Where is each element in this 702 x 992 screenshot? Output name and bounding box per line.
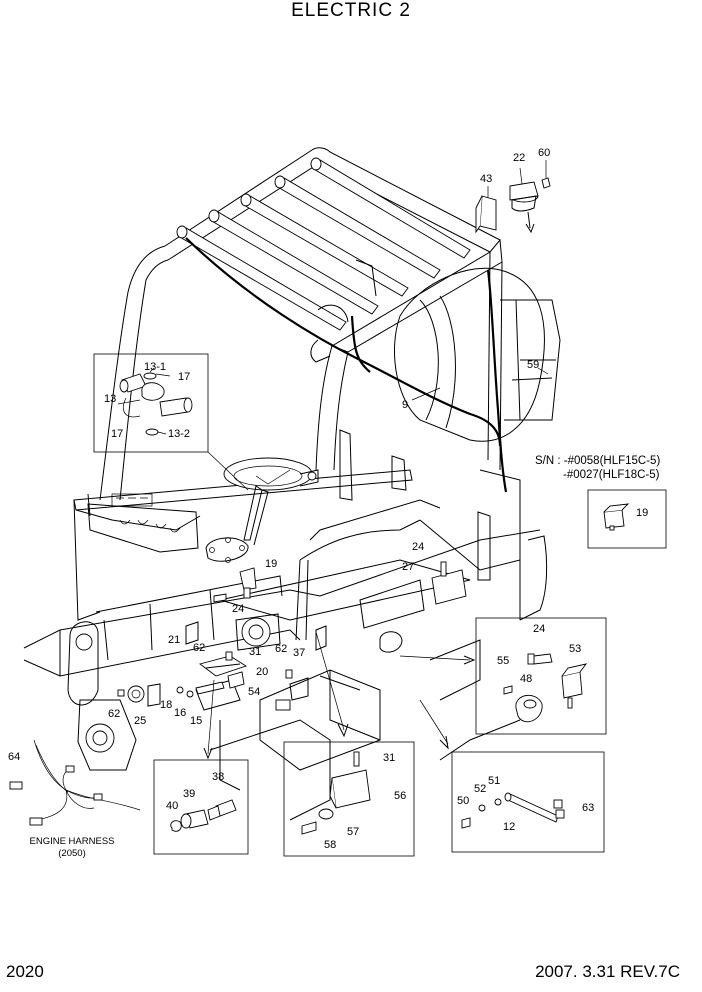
callout-16: 16	[174, 707, 186, 719]
callout-19: 19	[265, 558, 277, 570]
inset-buzzer-relay	[399, 617, 607, 735]
engine-harness-ref: (2050)	[58, 848, 85, 859]
callout-27: 27	[402, 561, 414, 573]
callout-17: 17	[111, 428, 123, 440]
lpg-tank	[355, 259, 561, 442]
callout-31: 31	[249, 646, 261, 658]
callout-60: 60	[538, 147, 550, 159]
callout-25: 25	[134, 715, 146, 727]
callout-31: 31	[383, 752, 395, 764]
callout-56: 56	[394, 790, 406, 802]
inset-damper	[419, 699, 605, 853]
callout-9: 9	[402, 399, 408, 411]
engine-harness-label: ENGINE HARNESS	[30, 836, 115, 847]
callout-38: 38	[212, 771, 224, 783]
callout-57: 57	[347, 826, 359, 838]
page-number: 2020	[6, 962, 44, 981]
callout-54: 54	[248, 686, 260, 698]
callout-43: 43	[480, 173, 492, 185]
callout-53: 53	[569, 643, 581, 655]
callout-52: 52	[474, 783, 486, 795]
callout-13-1: 13-1	[144, 361, 166, 373]
callout-64: 64	[8, 751, 20, 763]
callout-62: 62	[193, 642, 205, 654]
callout-15: 15	[190, 715, 202, 727]
harness-wire	[185, 237, 508, 493]
callout-12: 12	[503, 821, 515, 833]
overhead-guard	[99, 147, 521, 620]
callout-63: 63	[582, 802, 594, 814]
callout-37: 37	[293, 647, 305, 659]
engine-harness-sketch	[9, 739, 141, 826]
serial-note-line2: -#0027(HLF18C-5)	[563, 469, 660, 481]
frame-components	[117, 561, 467, 711]
callout-51: 51	[488, 775, 500, 787]
callout-13-2: 13-2	[168, 428, 190, 440]
callout-50: 50	[457, 795, 469, 807]
inset-bracket	[283, 631, 415, 857]
callout-20: 20	[256, 666, 268, 678]
page-title: ELECTRIC 2	[291, 0, 411, 21]
truck-frame	[23, 429, 548, 821]
callout-17: 17	[178, 371, 190, 383]
callout-19: 19	[636, 507, 648, 519]
beacon-lamp-group	[475, 160, 551, 234]
callout-22: 22	[513, 152, 525, 164]
callout-39: 39	[183, 788, 195, 800]
revision-stamp: 2007. 3.31 REV.7C	[535, 962, 680, 981]
callout-13: 13	[104, 393, 116, 405]
inset-serial-relay	[587, 489, 667, 549]
callout-55: 55	[497, 655, 509, 667]
callout-48: 48	[520, 673, 532, 685]
serial-note-line1: S/N : -#0058(HLF15C-5)	[535, 455, 660, 467]
callout-58: 58	[324, 839, 336, 851]
inset-sensors	[153, 679, 249, 855]
steering-assembly	[205, 457, 319, 563]
callout-62: 62	[275, 643, 287, 655]
inset-combination-switch	[93, 353, 249, 491]
callout-24: 24	[412, 541, 424, 553]
callout-18: 18	[160, 699, 172, 711]
callout-24: 24	[232, 603, 244, 615]
callout-21: 21	[168, 634, 180, 646]
callout-40: 40	[166, 800, 178, 812]
callout-62: 62	[108, 708, 120, 720]
callout-59: 59	[527, 359, 539, 371]
callout-24: 24	[533, 623, 545, 635]
